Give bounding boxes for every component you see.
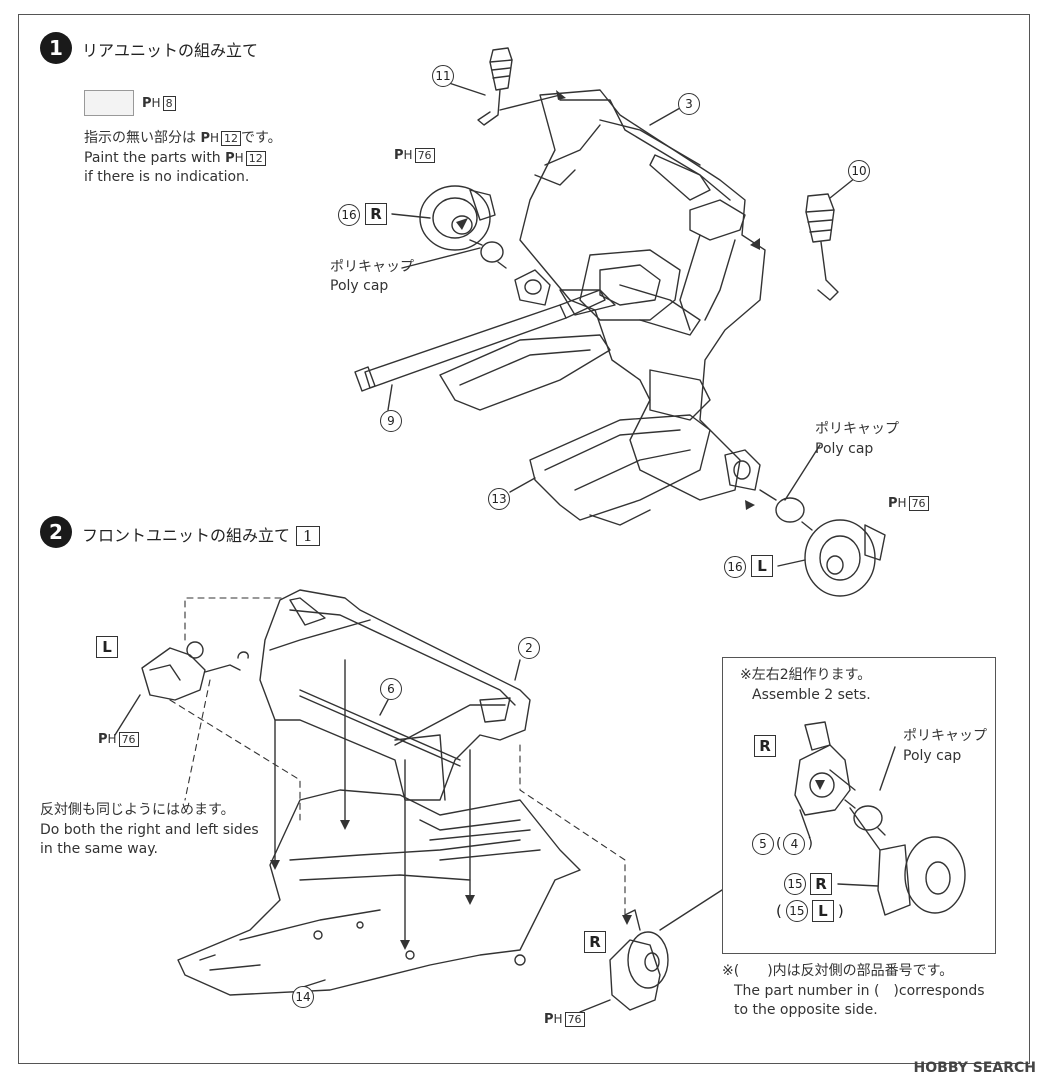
part-2-frame xyxy=(259,589,531,801)
front-side-label-r: R xyxy=(584,931,606,953)
part-label-9: 9 xyxy=(380,410,402,432)
part-label-13: 13 xyxy=(488,488,510,510)
part-13-plate xyxy=(529,414,711,521)
inset-part-15-l: (15 L) xyxy=(776,900,844,922)
part-14-chassis xyxy=(177,789,581,996)
color-swatch xyxy=(84,90,134,116)
front-side-label-l: L xyxy=(96,636,118,658)
polycap2-label-ja: ポリキャップ xyxy=(815,421,899,437)
inset-note-ja: ※左右2組作ります。 xyxy=(740,667,872,683)
inset-note-en: Assemble 2 sets. xyxy=(752,687,871,703)
step-1-title: リアユニットの組み立て xyxy=(82,41,259,60)
inset-panel xyxy=(722,657,996,954)
polycap-label-ja: ポリキャップ xyxy=(330,259,414,275)
part-label-4: 4 xyxy=(783,833,806,855)
paint-note-en-2: if there is no indication. xyxy=(84,169,250,185)
inset-disc xyxy=(904,836,966,914)
both-sides-note-en-1: Do both the right and left sides xyxy=(40,822,259,838)
inset-side-label-r: R xyxy=(754,735,776,757)
upright-l xyxy=(141,647,206,701)
part-label-15-b: 15 xyxy=(785,900,808,922)
part-10-shock xyxy=(805,193,835,243)
side-label-r: R xyxy=(365,203,387,225)
part-3-frame xyxy=(519,89,766,501)
page-frame xyxy=(18,14,1030,1064)
side-label-l: L xyxy=(751,555,773,577)
footnote-ja: ※( )内は反対側の部品番号です。 xyxy=(722,963,954,979)
part-label-10: 10 xyxy=(848,160,870,182)
step-ref-box: 1 xyxy=(296,526,320,546)
inset-polycap-ja: ポリキャップ xyxy=(903,728,987,744)
inset-part-5-4: 5 (4) xyxy=(752,833,813,855)
part-label-5: 5 xyxy=(752,833,774,855)
part-6-shaft xyxy=(299,689,461,761)
step-1-number: 1 xyxy=(40,32,72,64)
part-label-3: 3 xyxy=(678,93,700,115)
inset-side-15-l: L xyxy=(811,900,834,922)
inset-side-15-r: R xyxy=(810,873,832,895)
polycap-label-en: Poly cap xyxy=(330,278,389,294)
part-label-15-a: 15 xyxy=(784,873,806,895)
inset-upright xyxy=(794,744,851,816)
inset-part-15-r: 15 R xyxy=(784,873,832,895)
footnote-en-1: The part number in ( )corresponds xyxy=(734,983,985,999)
upper-floor xyxy=(439,334,611,411)
part-label-16-l: 16 xyxy=(724,556,746,578)
part-label-11: 11 xyxy=(432,65,454,87)
part-label-6: 6 xyxy=(380,678,402,700)
inset-polycap xyxy=(853,805,883,831)
part-9-shaft xyxy=(364,304,567,389)
watermark-logo: HOBBY SEARCH xyxy=(913,1060,1036,1076)
footnote-en-2: to the opposite side. xyxy=(734,1002,878,1018)
part-label-16-r: 16 xyxy=(338,204,360,226)
polycap2-label-en: Poly cap xyxy=(815,441,874,457)
inset-polycap-en: Poly cap xyxy=(903,748,962,764)
step-2-number: 2 xyxy=(40,516,72,548)
gearbox xyxy=(579,249,681,321)
part-16r-disc xyxy=(419,185,491,251)
both-sides-note-en-2: in the same way. xyxy=(40,841,158,857)
part-label-14: 14 xyxy=(292,986,314,1008)
part-label-2: 2 xyxy=(518,637,540,659)
both-sides-note-ja: 反対側も同じようにはめます。 xyxy=(40,802,235,818)
upright-r xyxy=(609,939,661,1011)
